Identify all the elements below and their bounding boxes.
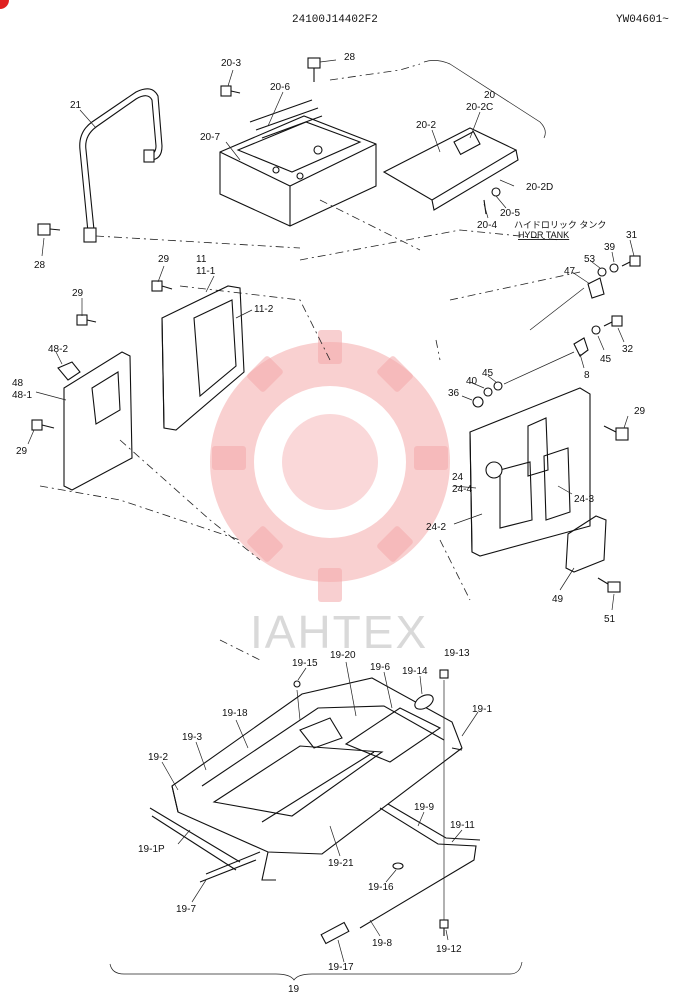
bolt-31 (621, 255, 641, 267)
label-20-6: 20-6 (270, 82, 290, 93)
label-19-3: 19-3 (182, 732, 202, 743)
label-19-6: 19-6 (370, 662, 390, 673)
handrail (79, 88, 163, 243)
bolt-28-top (307, 57, 321, 82)
washer-53 (597, 267, 607, 277)
label-47: 47 (564, 266, 576, 277)
label-45-b: 45 (482, 368, 494, 379)
panel-48 (57, 351, 133, 491)
bolt-29-c (31, 419, 55, 431)
leader-lines (27, 59, 635, 963)
label-49: 49 (552, 594, 564, 605)
label-11: 11 (196, 254, 207, 265)
bolt-20-3 (220, 85, 241, 97)
label-20-2c: 20-2C (466, 102, 493, 113)
washer-45-a (591, 325, 601, 335)
tank-note-jp: ハイドロリック タンク (514, 220, 606, 230)
label-8: 8 (584, 370, 590, 381)
label-24-3: 24-3 (574, 494, 594, 505)
panel-24 (469, 387, 591, 557)
seat-assembly (149, 677, 463, 881)
bracket-47 (587, 277, 605, 299)
label-53: 53 (584, 254, 596, 265)
label-48-2: 48-2 (48, 344, 68, 355)
bolt-32 (603, 315, 623, 327)
label-20-2: 20-2 (416, 120, 436, 131)
clip-19-15 (293, 680, 301, 688)
label-31: 31 (626, 230, 638, 241)
part-labels: 20-3 28 20-6 20-7 21 20 20-2C 20-2 20-2D… (12, 52, 646, 995)
label-45-a: 45 (600, 354, 612, 365)
label-20-5: 20-5 (500, 208, 520, 219)
panel-11 (161, 285, 245, 431)
label-19-21: 19-21 (328, 858, 354, 869)
label-39: 39 (604, 242, 616, 253)
label-19-15: 19-15 (292, 658, 318, 669)
label-11-2: 11-2 (254, 304, 274, 315)
washer-45-b (493, 381, 503, 391)
label-19-1: 19-1 (472, 704, 492, 715)
label-20: 20 (484, 90, 496, 101)
label-20-3: 20-3 (221, 58, 241, 69)
label-19: 19 (288, 984, 300, 995)
plate-49 (565, 515, 607, 573)
label-36: 36 (448, 388, 460, 399)
label-19-8: 19-8 (372, 938, 392, 949)
seat-rail (199, 803, 481, 945)
serial-range: YW04601~ (616, 14, 669, 26)
label-11-1: 11-1 (196, 266, 216, 277)
label-29-a: 29 (158, 254, 170, 265)
label-24-4: 24-4 (452, 484, 472, 495)
label-19-1p: 19-1P (138, 844, 165, 855)
label-19-14: 19-14 (402, 666, 428, 677)
clip-19-13 (439, 669, 449, 679)
label-19-13: 19-13 (444, 648, 470, 659)
label-19-9: 19-9 (414, 802, 434, 813)
tank-note-en: HYDR TANK (518, 230, 569, 240)
label-24-2: 24-2 (426, 522, 446, 533)
label-20-4: 20-4 (477, 220, 497, 231)
label-21: 21 (70, 100, 82, 111)
label-19-18: 19-18 (222, 708, 248, 719)
corner-marker (0, 0, 9, 9)
label-24: 24 (452, 472, 464, 483)
label-19-20: 19-20 (330, 650, 356, 661)
bracket-8 (573, 337, 589, 357)
cap-19-14 (414, 694, 434, 710)
drawing-number: 24100J14402F2 (292, 14, 378, 26)
bolt-29-b (76, 314, 97, 326)
washer-36 (472, 396, 484, 408)
watermark-gear-logo: IAHTEX (210, 330, 450, 658)
label-51: 51 (604, 614, 616, 625)
grommet-19-16 (392, 862, 404, 870)
label-19-11: 19-11 (450, 820, 475, 831)
bolt-29-d (603, 425, 629, 441)
label-48: 48 (12, 378, 24, 389)
label-32: 32 (622, 344, 634, 355)
battery-cover (382, 127, 519, 215)
washer-39 (609, 263, 619, 273)
bolt-29-a (151, 280, 173, 292)
battery-box (219, 99, 377, 227)
label-19-16: 19-16 (368, 882, 394, 893)
assembly-19-brace (109, 961, 523, 981)
label-28-left: 28 (34, 260, 46, 271)
label-40: 40 (466, 376, 478, 387)
bolt-51 (597, 577, 621, 593)
label-19-17: 19-17 (328, 962, 354, 973)
label-29-b: 29 (72, 288, 84, 299)
watermark-text: IAHTEX (250, 606, 428, 658)
label-19-7: 19-7 (176, 904, 196, 915)
label-29-d: 29 (634, 406, 646, 417)
label-20-7: 20-7 (200, 132, 220, 143)
label-28-top: 28 (344, 52, 356, 63)
label-48-1: 48-1 (12, 390, 32, 401)
washer-40 (483, 387, 493, 397)
label-19-2: 19-2 (148, 752, 168, 763)
label-20-2d: 20-2D (526, 182, 553, 193)
label-29-c: 29 (16, 446, 28, 457)
label-19-12: 19-12 (436, 944, 462, 955)
bolt-28-left (37, 223, 61, 236)
